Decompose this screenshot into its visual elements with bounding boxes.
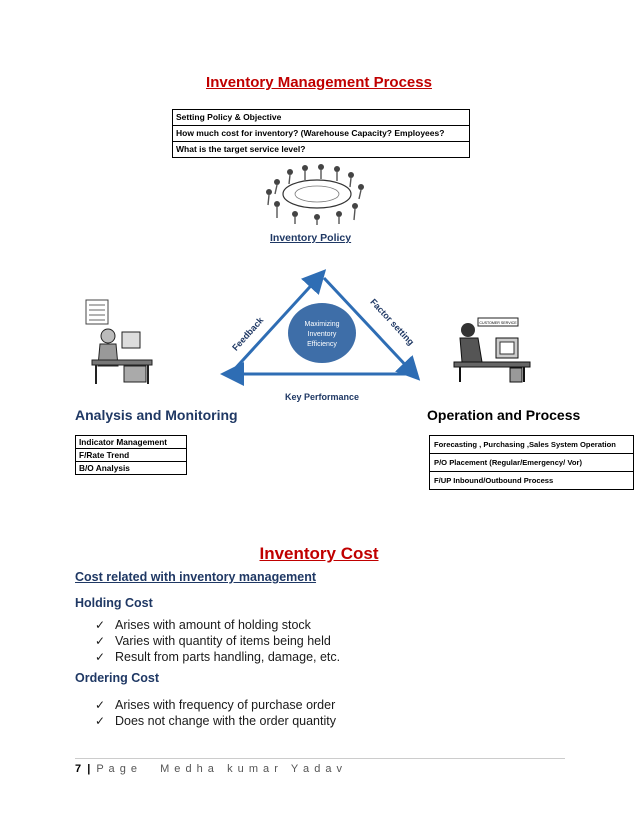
check-icon: ✓	[95, 618, 106, 632]
check-icon: ✓	[95, 714, 106, 728]
operation-heading: Operation and Process	[427, 407, 581, 423]
ordering-cost-heading: Ordering Cost	[75, 671, 160, 685]
inventory-cost-title: Inventory Cost	[259, 544, 379, 563]
operation-box: Forecasting , Purchasing ,Sales System O…	[429, 435, 634, 490]
analysis-box: Indicator Management F/Rate Trend B/O An…	[75, 435, 187, 475]
footer-rule	[75, 758, 565, 759]
list-item-text: Result from parts handling, damage, etc.	[115, 650, 341, 664]
check-icon: ✓	[95, 650, 106, 664]
operation-item: F/UP Inbound/Outbound Process	[434, 476, 554, 485]
list-item: ✓ Does not change with the order quantity	[95, 713, 336, 729]
triangle-center-line: Efficiency	[307, 341, 337, 348]
policy-box: Setting Policy & Objective How much cost…	[172, 109, 470, 158]
meeting-illustration	[266, 164, 364, 225]
list-item: ✓ Result from parts handling, damage, etc…	[95, 649, 340, 665]
factor-setting-label: Factor setting	[368, 297, 416, 347]
feedback-label: Feedback	[230, 314, 266, 352]
analysis-item: B/O Analysis	[79, 463, 130, 473]
list-item-text: Arises with amount of holding stock	[115, 618, 311, 632]
policy-line: What is the target service level?	[176, 144, 306, 154]
analysis-heading: Analysis and Monitoring	[75, 407, 238, 423]
customer-service-sign: CUSTOMER SERVICE	[479, 321, 517, 325]
check-icon: ✓	[95, 698, 106, 712]
efficiency-triangle-diagram: Maximizing Inventory Efficiency Feedback…	[220, 269, 421, 402]
list-item: ✓ Arises with amount of holding stock	[95, 617, 340, 633]
list-item-text: Arises with frequency of purchase order	[115, 698, 336, 712]
cost-subtitle: Cost related with inventory management	[75, 570, 317, 584]
author-name: M e d h a k u m a r Y a d a v	[160, 763, 344, 775]
triangle-center-line: Inventory	[308, 331, 337, 338]
footer-separator: |	[87, 763, 91, 775]
page-number: 7	[75, 763, 82, 775]
page-title: Inventory Management Process	[206, 74, 432, 91]
analysis-item: Indicator Management	[76, 436, 186, 449]
customer-service-illustration: CUSTOMER SERVICE	[453, 317, 531, 383]
ordering-cost-list: ✓ Arises with frequency of purchase order…	[95, 697, 336, 729]
page-word: P a g e	[96, 763, 138, 775]
inventory-policy-label: Inventory Policy	[270, 232, 352, 244]
analyst-illustration	[85, 299, 153, 384]
operation-item: Forecasting , Purchasing ,Sales System O…	[430, 436, 633, 454]
policy-line: Setting Policy & Objective	[173, 110, 469, 126]
key-performance-label: Key Performance	[285, 392, 359, 402]
list-item: ✓ Arises with frequency of purchase order	[95, 697, 336, 713]
list-item: ✓ Varies with quantity of items being hel…	[95, 633, 340, 649]
analysis-item: F/Rate Trend	[76, 449, 186, 462]
footer: 7 | P a g e M e d h a k u m a r Y a d a …	[75, 763, 343, 775]
operation-item: P/O Placement (Regular/Emergency/ Vor)	[430, 454, 633, 472]
list-item-text: Varies with quantity of items being held	[115, 634, 331, 648]
holding-cost-list: ✓ Arises with amount of holding stock ✓ Va…	[95, 617, 340, 665]
triangle-center-line: Maximizing	[304, 321, 339, 328]
check-icon: ✓	[95, 634, 106, 648]
holding-cost-heading: Holding Cost	[75, 596, 153, 610]
list-item-text: Does not change with the order quantity	[115, 714, 336, 728]
policy-line: How much cost for inventory? (Warehouse …	[173, 126, 469, 142]
